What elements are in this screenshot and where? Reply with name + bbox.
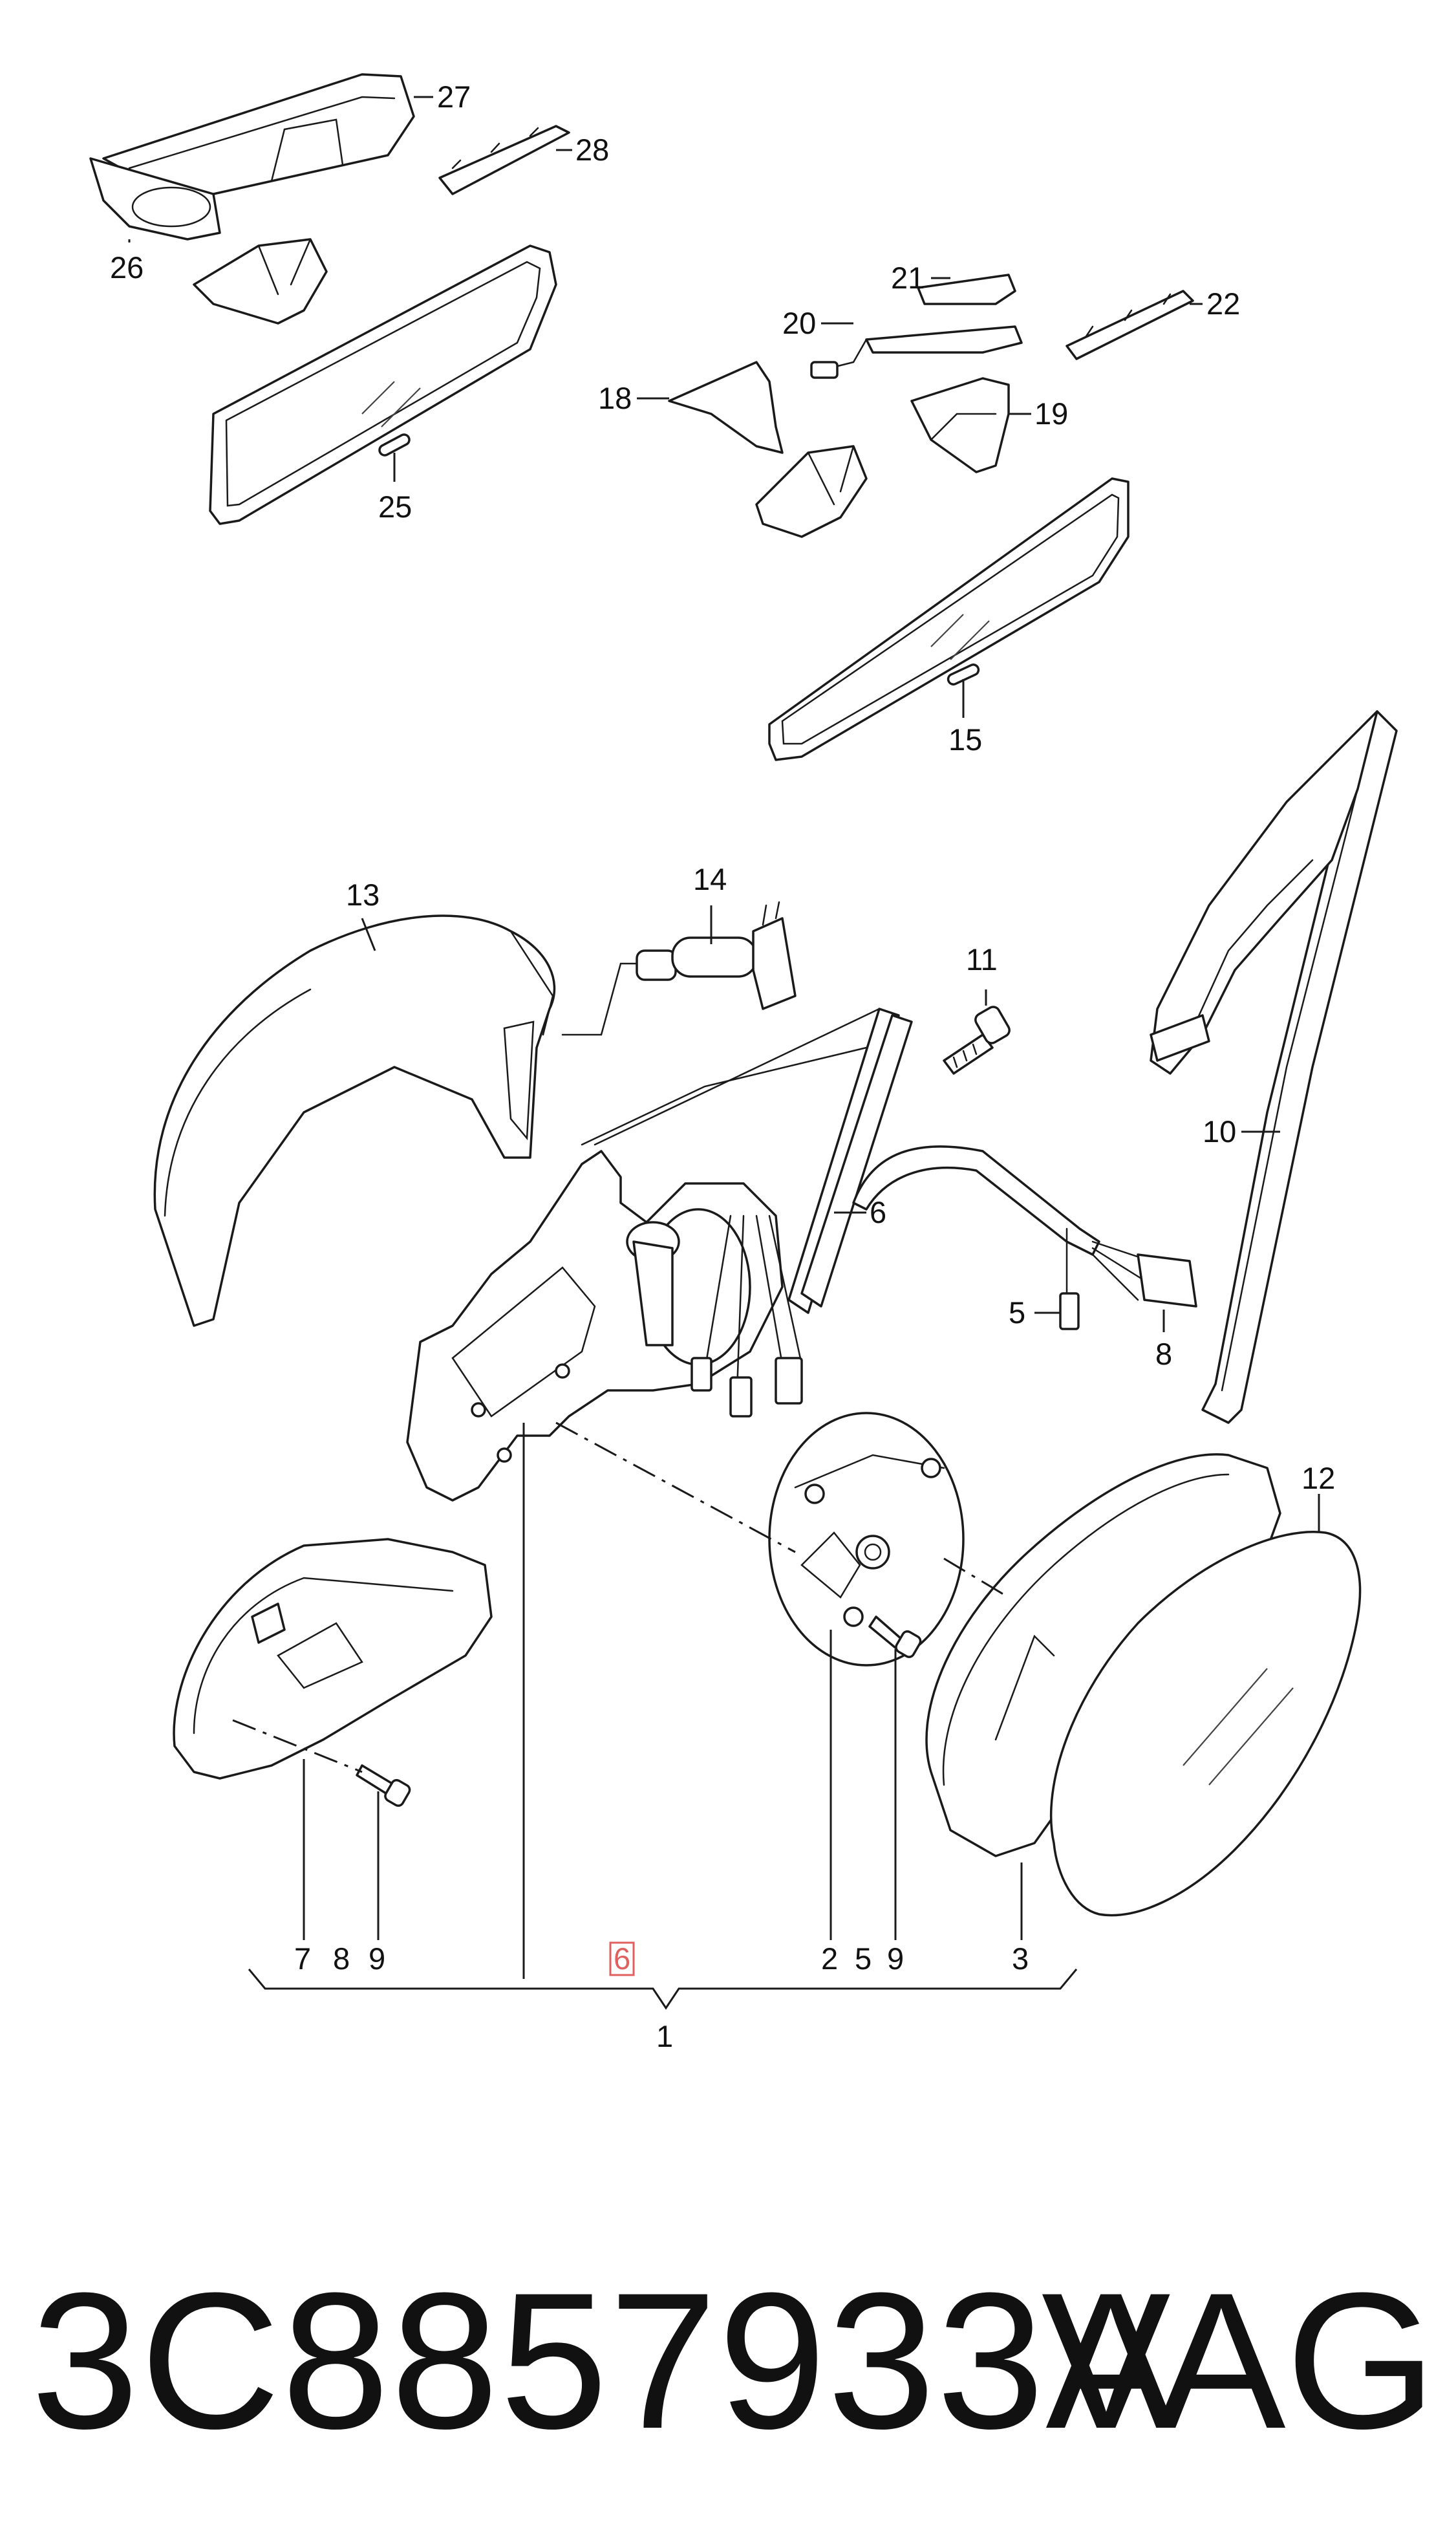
mirror-glass-12: [1049, 1531, 1362, 1917]
cover-20-with-sensor: [810, 325, 1023, 379]
leader-lines: [128, 96, 1320, 2010]
callout-26: 26: [110, 250, 144, 285]
callout-12: 12: [1301, 1461, 1335, 1495]
housing-cap-13: [153, 914, 556, 1327]
callout-1: 1: [656, 2019, 673, 2053]
callout-2: 2: [821, 1941, 838, 1976]
brand-label: VAG: [1041, 2252, 1437, 2469]
bolt-11: [943, 1006, 1011, 1075]
interior-mirror-15: [768, 477, 1129, 761]
callout-8: 8: [1155, 1337, 1172, 1371]
callout-14: 14: [693, 862, 727, 896]
highlight-box-6: [609, 1941, 635, 1976]
callout-10: 10: [1203, 1114, 1236, 1149]
callout-15: 15: [948, 722, 982, 757]
callout-6-highlighted: 6: [614, 1941, 630, 1976]
mirror-bracket-6: [406, 1033, 906, 1502]
callout-5: 5: [1009, 1295, 1025, 1330]
screw-9-left: [356, 1764, 411, 1807]
callout-20: 20: [782, 306, 816, 340]
cover-19: [910, 377, 1010, 473]
mirror-cover-26: [89, 157, 221, 241]
callout-19: 19: [1034, 396, 1068, 431]
cover-18: [668, 361, 784, 454]
mirror-mount-15: [755, 445, 868, 538]
motor-actuator-2: [768, 1412, 965, 1667]
callout-7: 7: [294, 1941, 311, 1976]
clip-22: [1065, 290, 1194, 360]
callout-27: 27: [437, 80, 471, 114]
screw-9-right: [868, 1615, 922, 1658]
assembly-axis-line-2: [232, 1719, 363, 1773]
lower-cover-7: [173, 1538, 493, 1780]
callout-25: 25: [378, 490, 412, 524]
callout-9-right: 9: [887, 1941, 904, 1976]
callout-9-left: 9: [369, 1941, 385, 1976]
callout-8-bottom: 8: [333, 1941, 350, 1976]
turn-signal-bulb-14: [561, 901, 797, 1036]
callout-6: 6: [870, 1195, 886, 1229]
callout-13: 13: [346, 878, 380, 912]
callout-11: 11: [966, 942, 998, 977]
cover-21: [917, 274, 1016, 305]
callout-18: 18: [598, 381, 632, 415]
callout-28: 28: [575, 133, 609, 167]
interior-mirror-25: [209, 244, 557, 525]
callout-3: 3: [1012, 1941, 1029, 1976]
callout-22: 22: [1206, 286, 1240, 321]
cable-connector: [852, 1145, 1197, 1330]
exploded-parts-diagram: 27 28 26 25 21 20 22 18 19 15 13 14 11 1…: [89, 73, 1398, 2053]
callout-5-bottom: 5: [855, 1941, 872, 1976]
assembly-axis-line: [555, 1421, 1009, 1599]
footer: 3C8857933A VAG: [0, 2225, 1456, 2496]
mirror-mount-25: [193, 238, 328, 325]
callout-21: 21: [891, 261, 925, 295]
wire-harness: [691, 1215, 803, 1418]
clip-28: [438, 125, 570, 195]
trim-strip-10: [1150, 710, 1398, 1424]
mirror-housing-3: [925, 1453, 1281, 1857]
mirror-glass-wedge: [594, 1008, 913, 1314]
part-number: 3C8857933A: [31, 2252, 1177, 2469]
